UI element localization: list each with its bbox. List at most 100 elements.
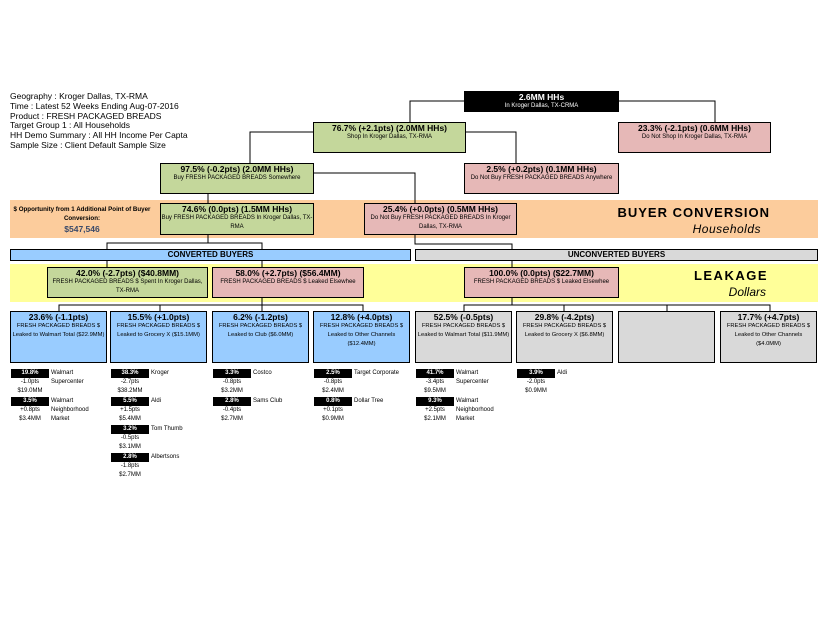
retailer-share: 2.8%: [111, 453, 149, 462]
retailer-dollars: $5.4MM: [119, 416, 141, 422]
leakage-leaf-node[interactable]: 29.8% (-4.2pts)FRESH PACKAGED BREADS $ L…: [516, 311, 613, 363]
info-line: Geography : Kroger Dallas, TX-RMA: [10, 91, 148, 101]
node-heading: 23.3% (-2.1pts) (0.6MM HHs): [638, 123, 751, 133]
retailer-name: Walmart Supercenter: [456, 370, 489, 385]
retailer-dollars: $2.4MM: [322, 388, 344, 394]
spent-in-kroger-node[interactable]: 42.0% (-2.7pts) ($40.8MM)FRESH PACKAGED …: [47, 267, 208, 298]
leaked-elsewhere-node[interactable]: 58.0% (+2.7pts) ($56.4MM)FRESH PACKAGED …: [212, 267, 364, 298]
retailer-dollars: $3.4MM: [19, 416, 41, 422]
leaf-text: FRESH PACKAGED BREADS $ Leaked to Club (…: [218, 323, 303, 338]
leaf-text: FRESH PACKAGED BREADS $ Leaked to Other …: [319, 323, 404, 347]
node-heading: 97.5% (-0.2pts) (2.0MM HHs): [180, 164, 294, 174]
retailer-name: Target Corporate: [354, 370, 400, 376]
node-heading: 25.4% (+0.0pts) (0.5MM HHs): [382, 204, 499, 214]
leakage-leaf-node[interactable]: 17.7% (+4.7pts)FRESH PACKAGED BREADS $ L…: [720, 311, 817, 363]
retailer-share: 19.8%: [11, 369, 49, 378]
leakage-leaf-node[interactable]: [618, 311, 715, 363]
leaf-heading: 17.7% (+4.7pts): [737, 312, 800, 322]
retailer-dollars: $2.1MM: [424, 416, 446, 422]
node-text: Do Not Buy FRESH PACKAGED BREADS In Krog…: [370, 215, 511, 230]
buy-somewhere-node[interactable]: 97.5% (-0.2pts) (2.0MM HHs)Buy FRESH PAC…: [160, 163, 314, 194]
leaf-heading: 23.6% (-1.1pts): [28, 312, 89, 322]
retailer-entry: 2.8%Albertsons-1.8pts$2.7MM: [111, 453, 209, 480]
retailer-share: 3.3%: [213, 369, 251, 378]
retailer-share: 2.5%: [314, 369, 352, 378]
retailer-name: Kroger: [151, 370, 170, 376]
retailer-change: -3.4pts: [425, 379, 445, 385]
node-text: Shop In Kroger Dallas, TX-RMA: [347, 134, 432, 140]
leakage-leaf-node[interactable]: 6.2% (-1.2pts)FRESH PACKAGED BREADS $ Le…: [212, 311, 309, 363]
leakage-subtitle: Dollars: [728, 285, 766, 299]
retailer-change: +0.8pts: [20, 407, 40, 413]
node-text: Buy FRESH PACKAGED BREADS In Kroger Dall…: [161, 215, 313, 230]
retailer-change: -0.8pts: [323, 379, 343, 385]
retailer-share: 3.2%: [111, 425, 149, 434]
retailer-dollars: $3.1MM: [119, 444, 141, 450]
leakage-leaf-node[interactable]: 15.5% (+1.0pts)FRESH PACKAGED BREADS $ L…: [110, 311, 207, 363]
retailer-entry: 19.8%Walmart Supercenter -1.0pts $19.0MM: [11, 369, 109, 396]
retailer-name: Walmart Neighborhood Market: [51, 398, 89, 422]
retailer-entry: 3.3%Costco-0.8pts$3.2MM: [213, 369, 311, 396]
retailer-name: Walmart Supercenter: [51, 370, 84, 385]
leaf-heading: 15.5% (+1.0pts): [127, 312, 190, 322]
retailer-detail-list: 19.8%Walmart Supercenter -1.0pts $19.0MM 3.…: [11, 369, 109, 425]
retailer-dollars: $19.0MM: [17, 388, 43, 394]
retailer-share: 5.5%: [111, 397, 149, 406]
retailer-share: 41.7%: [416, 369, 454, 378]
unconverted-buyers-bar[interactable]: UNCONVERTED BUYERS: [415, 249, 818, 261]
info-line: Sample Size : Client Default Sample Size: [10, 139, 166, 150]
leakage-title: LEAKAGE: [693, 268, 768, 283]
retailer-name: Walmart Neighborhood Market: [456, 398, 494, 422]
leaf-heading: 52.5% (-0.5pts): [433, 312, 494, 322]
retailer-dollars: $0.9MM: [525, 388, 547, 394]
retailer-entry: 3.2%Tom Thumb -0.5pts $3.1MM: [111, 425, 209, 452]
retailer-change: +1.5pts: [120, 407, 140, 413]
leakage-leaf-node[interactable]: 23.6% (-1.1pts)FRESH PACKAGED BREADS $ L…: [10, 311, 107, 363]
retailer-share: 38.3%: [111, 369, 149, 378]
buyer-conversion-subtitle: Households: [692, 222, 761, 236]
leaf-heading: 6.2% (-1.2pts): [233, 312, 288, 322]
node-text: In Kroger Dallas, TX-CRMA: [504, 103, 579, 109]
retailer-change: -0.5pts: [120, 435, 140, 441]
node-heading: 74.6% (0.0pts) (1.5MM HHs): [181, 204, 293, 214]
info-line: Target Group 1 : All Households: [10, 120, 131, 131]
unconverted-leaked-node[interactable]: 100.0% (0.0pts) ($22.7MM)FRESH PACKAGED …: [464, 267, 619, 298]
leakage-leaf-node[interactable]: 52.5% (-0.5pts)FRESH PACKAGED BREADS $ L…: [415, 311, 512, 363]
retailer-entry: 0.8%Dollar Tree+0.1pts$0.9MM: [314, 397, 412, 424]
node-text: Buy FRESH PACKAGED BREADS Somewhere: [173, 175, 301, 181]
retailer-name: Tom Thumb: [151, 426, 183, 432]
retailer-name: Sams Club: [253, 398, 283, 404]
retailer-dollars: $3.2MM: [221, 388, 243, 394]
node-text: FRESH PACKAGED BREADS $ Leaked Elsewhee: [473, 279, 610, 285]
shop-in-kroger-node[interactable]: 76.7% (+2.1pts) (2.0MM HHs)Shop In Kroge…: [313, 122, 466, 153]
retailer-share: 2.8%: [213, 397, 251, 406]
retailer-share: 3.5%: [11, 397, 49, 406]
retailer-dollars: $9.5MM: [424, 388, 446, 394]
leaf-text: FRESH PACKAGED BREADS $ Leaked to Grocer…: [522, 323, 607, 338]
do-not-buy-anywhere-node[interactable]: 2.5% (+0.2pts) (0.1MM HHs)Do Not Buy FRE…: [464, 163, 619, 194]
retailer-change: +0.1pts: [323, 407, 343, 413]
do-not-shop-node[interactable]: 23.3% (-2.1pts) (0.6MM HHs)Do Not Shop I…: [618, 122, 771, 153]
retailer-entry: 2.8%Sams Club-0.4pts$2.7MM: [213, 397, 311, 424]
opportunity-label: $ Opportunity from 1 Additional Point of…: [13, 206, 151, 222]
leakage-leaf-node[interactable]: 12.8% (+4.0pts)FRESH PACKAGED BREADS $ L…: [313, 311, 410, 363]
retailer-name: Aldi: [557, 370, 568, 376]
node-heading: 42.0% (-2.7pts) ($40.8MM): [76, 268, 179, 278]
retailer-name: Dollar Tree: [354, 398, 384, 404]
info-line: Product : FRESH PACKAGED BREADS: [10, 110, 162, 121]
buyer-conversion-title: BUYER CONVERSION: [617, 205, 770, 220]
converted-buyers-bar[interactable]: CONVERTED BUYERS: [10, 249, 411, 261]
leaf-heading: 29.8% (-4.2pts): [534, 312, 595, 322]
retailer-entry: 9.3%Walmart Neighborhood Market+2.5pts$2…: [416, 397, 514, 424]
retailer-change: +2.5pts: [425, 407, 445, 413]
do-not-buy-in-kroger-node[interactable]: 25.4% (+0.0pts) (0.5MM HHs)Do Not Buy FR…: [364, 203, 517, 235]
retailer-change: -1.0pts: [20, 379, 40, 385]
buy-in-kroger-node[interactable]: 74.6% (0.0pts) (1.5MM HHs)Buy FRESH PACK…: [160, 203, 314, 235]
leaf-text: FRESH PACKAGED BREADS $ Leaked to Other …: [726, 323, 811, 347]
leaf-heading: 12.8% (+4.0pts): [330, 312, 393, 322]
retailer-change: -0.4pts: [222, 407, 242, 413]
